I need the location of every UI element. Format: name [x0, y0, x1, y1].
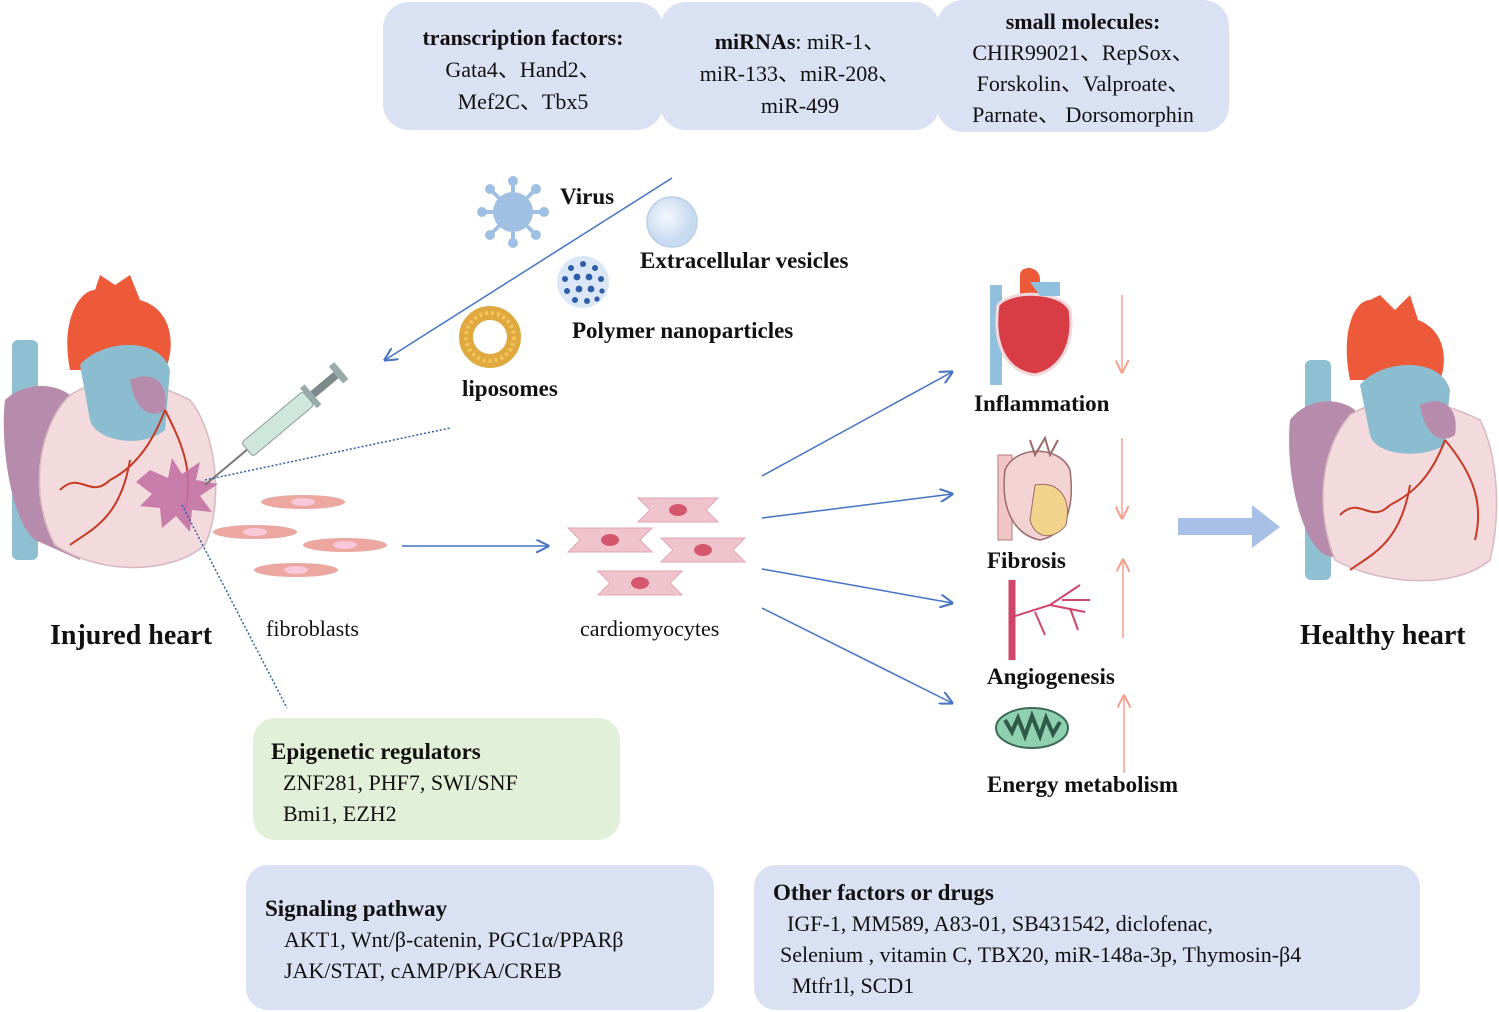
small-molecules-title: small molecules:: [1005, 9, 1161, 34]
outcome-arrow: [761, 568, 952, 603]
signaling-pathway-box: Signaling pathway AKT1, Wnt/β-catenin, P…: [246, 865, 714, 1010]
injury-site: [136, 458, 218, 532]
outcome-arrow: [761, 372, 952, 477]
virus-label: Virus: [560, 184, 615, 209]
other-title: Other factors or drugs: [773, 880, 994, 905]
mirnas-line: miR-499: [760, 93, 840, 118]
small-molecules-line: Parnate、 Dorsomorphin: [972, 102, 1194, 127]
healthy-heart-label: Healthy heart: [1300, 620, 1466, 651]
other-down: Mtfr1l, SCD1: [792, 973, 915, 998]
injured-heart-illustration: [3, 275, 218, 569]
syringe-icon: [204, 362, 349, 486]
outcome-label-inflammation: Inflammation: [974, 391, 1110, 416]
mirnas-box: miRNAs: miR-1、 miR-133、miR-208、 miR-499: [660, 2, 940, 130]
virus-icon: [477, 176, 549, 248]
angiogenesis-vessel-icon: [1008, 580, 1090, 660]
signaling-up: AKT1, Wnt/β-catenin, PGC1α/PPARβ: [284, 927, 624, 952]
extracellular-vesicles-label: Extracellular vesicles: [640, 248, 849, 273]
fibrosis-heart-icon: [997, 435, 1072, 541]
epigenetic-regulators-box: Epigenetic regulators ZNF281, PHF7, SWI/…: [253, 718, 620, 840]
transcription-factors-line: Gata4、Hand2、: [445, 57, 601, 82]
epigenetic-title: Epigenetic regulators: [271, 739, 481, 764]
polymer-nanoparticles-label: Polymer nanoparticles: [572, 318, 794, 343]
inflammation-heart-icon: [990, 268, 1073, 385]
polymer-nanoparticle-icon: [557, 256, 609, 308]
fibroblasts-label: fibroblasts: [266, 616, 359, 641]
outcome-arrow: [761, 607, 952, 703]
mitochondria-icon: [995, 707, 1069, 749]
mirnas-first: : miR-1、: [795, 29, 886, 54]
transcription-factors-title: transcription factors:: [422, 25, 624, 50]
outcome-label-energy-metabolism: Energy metabolism: [987, 772, 1179, 797]
other-factors-box: Other factors or drugs IGF-1, MM589, A83…: [754, 865, 1420, 1010]
signaling-title: Signaling pathway: [265, 896, 448, 921]
outcome-label-fibrosis: Fibrosis: [987, 548, 1066, 573]
epigenetic-down: Bmi1, EZH2: [283, 801, 397, 826]
epigenetic-up: ZNF281, PHF7, SWI/SNF: [283, 770, 518, 795]
outcome-label-angiogenesis: Angiogenesis: [987, 664, 1115, 689]
mirnas-line: miR-133、miR-208、: [699, 61, 901, 86]
injured-heart-label: Injured heart: [50, 620, 213, 651]
cardiomyocyte-cells: [566, 497, 747, 596]
transcription-factors-box: transcription factors: Gata4、Hand2、 Mef2…: [383, 2, 663, 130]
liposome-icon: [459, 306, 521, 368]
small-molecules-line: Forskolin、Valproate、: [976, 71, 1190, 96]
small-molecules-box: small molecules: CHIR99021、RepSox、 Forsk…: [937, 0, 1229, 132]
extracellular-vesicle-icon: [646, 196, 698, 248]
cardiomyocytes-label: cardiomyocytes: [580, 616, 720, 641]
small-molecules-line: CHIR99021、RepSox、: [972, 40, 1194, 65]
delivery-arrow: [385, 177, 673, 360]
big-right-arrow: [1178, 505, 1280, 548]
signaling-down: JAK/STAT, cAMP/PKA/CREB: [284, 958, 562, 983]
outcome-arrow: [761, 494, 952, 519]
other-up-line2: Selenium , vitamin C, TBX20, miR-148a-3p…: [780, 942, 1302, 967]
healthy-heart-illustration: [1289, 295, 1498, 582]
transcription-factors-line: Mef2C、Tbx5: [457, 89, 589, 114]
other-up-line1: IGF-1, MM589, A83-01, SB431542, diclofen…: [787, 911, 1213, 936]
mirnas-title: miRNAs: [714, 29, 796, 54]
liposomes-label: liposomes: [462, 376, 558, 401]
fibroblast-cells: [213, 495, 387, 577]
